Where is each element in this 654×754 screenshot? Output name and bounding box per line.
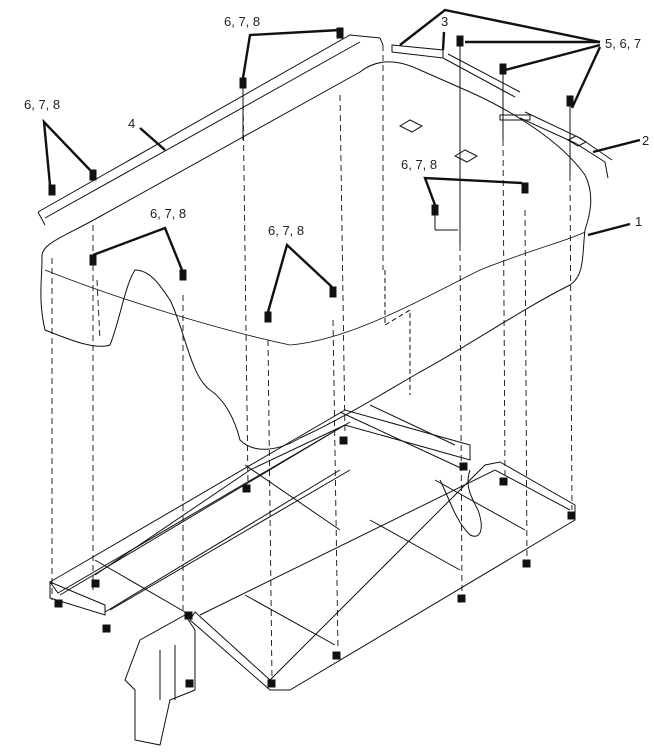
mount-bracket — [124, 614, 196, 746]
callout-parts-5-6-7: 5, 6, 7 — [605, 36, 642, 51]
callout-part-2: 2 — [642, 133, 650, 148]
part-4-strip — [37, 34, 384, 226]
callout-6-7-8-left-mid: 6, 7, 8 — [150, 206, 187, 221]
cover-hidden-edge — [384, 309, 411, 395]
callout-6-7-8-center: 6, 7, 8 — [268, 223, 305, 238]
frame-rear — [49, 409, 471, 594]
support-loop — [439, 469, 482, 537]
cover-slot-1 — [398, 119, 479, 163]
callout-part-3: 3 — [441, 14, 449, 29]
cover-outline — [40, 61, 592, 450]
callout-6-7-8-top: 6, 7, 8 — [224, 14, 261, 29]
leader-lines — [42, 8, 641, 313]
callout-part-1: 1 — [635, 214, 643, 229]
callout-part-4: 4 — [128, 116, 136, 131]
callout-6-7-8-right: 6, 7, 8 — [401, 157, 438, 172]
bolt-axis-solid — [242, 42, 571, 245]
cover-inner-edge — [44, 231, 586, 346]
part-2-bracket — [566, 135, 588, 147]
frame-crossbar — [94, 424, 351, 611]
frame-inner — [94, 404, 571, 646]
callout-6-7-8-left: 6, 7, 8 — [24, 97, 61, 112]
frame-front — [189, 461, 576, 691]
bolt-axis-lines — [51, 45, 573, 681]
